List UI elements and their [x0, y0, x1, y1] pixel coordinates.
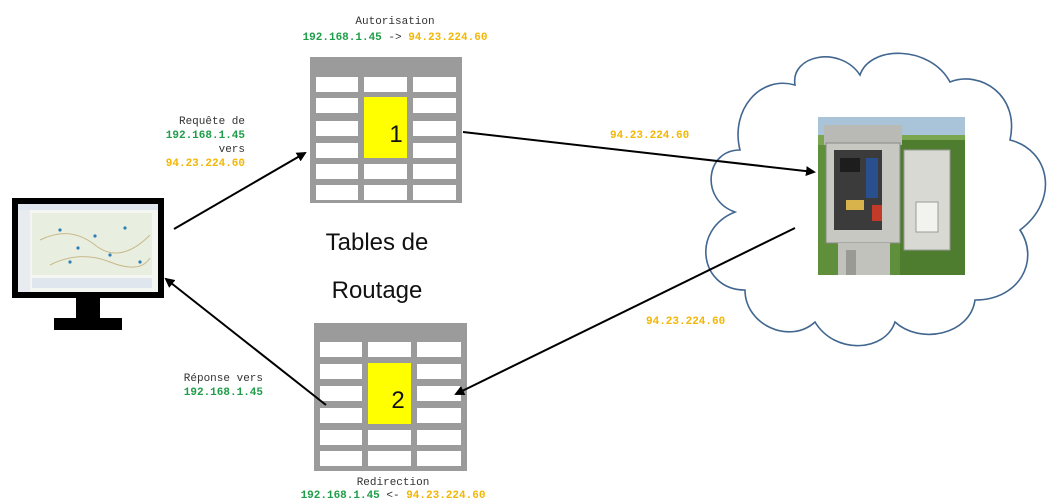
- routing-table-bottom: 2: [314, 323, 467, 471]
- request-label-dst-ip: 94.23.224.60: [166, 158, 245, 170]
- highlight-cell-2: [368, 363, 411, 424]
- center-title-line1: Tables de: [326, 229, 429, 256]
- routing-table-top: 1: [310, 57, 462, 203]
- arrow-table2-to-monitor: [164, 277, 327, 406]
- step-number-2: 2: [391, 387, 404, 414]
- top-table-caption: Autorisation: [355, 16, 434, 28]
- link-bottom-ip-label: 94.23.224.60: [646, 316, 725, 328]
- step-number-1: 1: [389, 121, 402, 148]
- bottom-table-route: 192.168.1.45 <- 94.23.224.60: [301, 490, 486, 502]
- response-label-ip: 192.168.1.45: [184, 387, 264, 399]
- arrow-device-to-table2: [454, 227, 796, 395]
- arrow-table1-to-device: [462, 131, 816, 177]
- highlight-cell-1: [364, 97, 407, 158]
- request-label-src-ip: 192.168.1.45: [166, 130, 246, 142]
- roadside-cabinet-photo: [818, 117, 965, 275]
- response-label-line1: Réponse vers: [184, 373, 263, 385]
- monitor-icon: [12, 198, 164, 330]
- link-top-ip-label: 94.23.224.60: [610, 130, 689, 142]
- arrow-monitor-to-table1: [173, 151, 307, 230]
- center-title-line2: Routage: [332, 277, 423, 304]
- request-label-line3: vers: [219, 144, 245, 156]
- bottom-table-caption: Redirection: [357, 477, 430, 489]
- top-table-route: 192.168.1.45 -> 94.23.224.60: [303, 32, 488, 44]
- request-label-line1: Requête de: [179, 116, 245, 128]
